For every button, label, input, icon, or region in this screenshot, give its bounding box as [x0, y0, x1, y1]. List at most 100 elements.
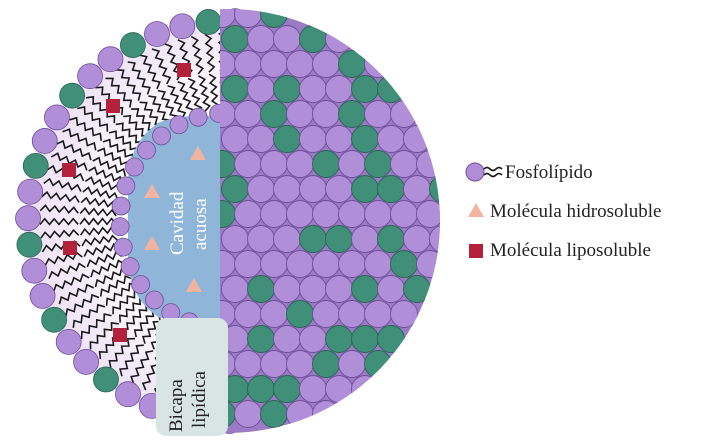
surface-head [391, 151, 418, 178]
surface-head [391, 301, 418, 328]
surface-head [261, 51, 288, 78]
outer-head [98, 47, 123, 72]
surface-head [274, 276, 301, 303]
lipid-head [114, 238, 132, 256]
surface-head [313, 351, 340, 378]
outer-head [44, 105, 69, 130]
surface-head [287, 151, 314, 178]
legend-item-phospholipid: Fosfolípido [466, 162, 593, 183]
surface-head [300, 76, 327, 103]
surface-head [248, 176, 275, 203]
surface-head [300, 176, 327, 203]
surface-head [287, 101, 314, 128]
phospholipid-icon [466, 163, 502, 181]
outer-head [56, 329, 81, 354]
outer-head [60, 83, 85, 108]
square-icon [106, 99, 120, 113]
lipid-head [117, 177, 135, 195]
surface-head [300, 26, 327, 53]
surface-head [274, 226, 301, 253]
surface-head [378, 76, 405, 103]
surface-head [300, 276, 327, 303]
surface-head [235, 201, 262, 228]
surface-head [300, 126, 327, 153]
surface-head [235, 351, 262, 378]
outer-head [17, 232, 42, 257]
surface-head [261, 101, 288, 128]
surface-head [352, 276, 379, 303]
surface-head [261, 201, 288, 228]
surface-head [261, 301, 288, 328]
surface-head [248, 126, 275, 153]
surface-head [222, 176, 249, 203]
surface-head [326, 226, 353, 253]
surface-head [339, 301, 366, 328]
lipid-head [132, 275, 150, 293]
outer-head [78, 64, 103, 89]
surface-head [365, 51, 392, 78]
square-icon [469, 244, 483, 258]
surface-head [274, 376, 301, 403]
outer-head [144, 22, 169, 47]
surface-head [235, 151, 262, 178]
surface-head [365, 201, 392, 228]
outer-head [196, 9, 221, 34]
lipid-head [170, 116, 188, 134]
cavity-label-line2: acuosa [190, 198, 211, 250]
surface-head [352, 226, 379, 253]
triangle-icon [468, 203, 484, 217]
surface-head [339, 101, 366, 128]
legend: Fosfolípido Molécula hidrosoluble Molécu… [466, 162, 662, 261]
lipid-head [153, 127, 171, 145]
cavity-label-line1: Cavidad [167, 191, 188, 255]
outer-head [18, 179, 43, 204]
lipid-head [111, 218, 129, 236]
outer-head [42, 307, 67, 332]
outer-head [93, 367, 118, 392]
surface-head [326, 176, 353, 203]
surface-head [339, 51, 366, 78]
surface-head [274, 326, 301, 353]
surface-head [287, 251, 314, 278]
surface-head [404, 276, 431, 303]
surface-head [313, 251, 340, 278]
surface-head [287, 51, 314, 78]
legend-label-lipophilic: Molécula liposoluble [490, 240, 651, 261]
surface-head [378, 176, 405, 203]
surface-head [235, 301, 262, 328]
surface-head [378, 326, 405, 353]
lipid-head [121, 258, 139, 276]
surface-head [365, 251, 392, 278]
surface-head [339, 351, 366, 378]
surface-head [274, 76, 301, 103]
square-icon [113, 328, 127, 342]
surface-head [235, 51, 262, 78]
surface-head [261, 251, 288, 278]
surface-head [287, 301, 314, 328]
surface-head [248, 26, 275, 53]
surface-head [313, 301, 340, 328]
surface-head [313, 201, 340, 228]
outer-head [22, 258, 47, 283]
surface-head [248, 226, 275, 253]
surface-head [378, 126, 405, 153]
legend-item-lipophilic: Molécula liposoluble [469, 240, 651, 261]
surface-head [300, 376, 327, 403]
surface-head [365, 151, 392, 178]
surface-head [404, 226, 431, 253]
surface-head [222, 26, 249, 53]
surface-head [222, 276, 249, 303]
bilayer-label-line1: Bicapa [166, 379, 187, 432]
surface-head [352, 326, 379, 353]
surface-head [274, 176, 301, 203]
surface-head [417, 151, 444, 178]
surface-head [261, 351, 288, 378]
outer-head [120, 33, 145, 58]
surface-head [404, 176, 431, 203]
surface-head [326, 326, 353, 353]
surface-head [222, 226, 249, 253]
lipid-head [125, 158, 143, 176]
bilayer-label-box: Bicapa lipídica [156, 318, 228, 436]
surface-head [235, 401, 262, 428]
surface-head [235, 1, 262, 28]
